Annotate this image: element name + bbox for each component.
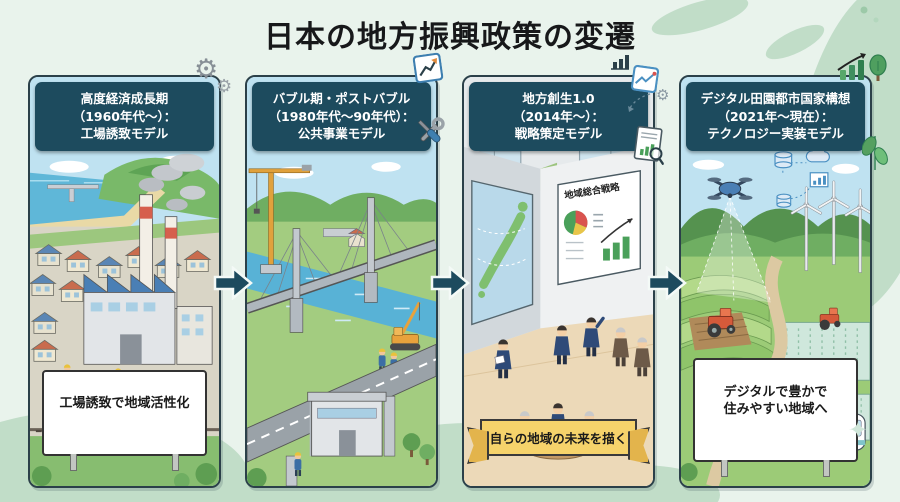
sign-post <box>823 460 831 477</box>
gear-icon: ⚙ <box>656 86 670 104</box>
leaf-icon <box>862 135 888 170</box>
sparkle-icon: ✦ <box>848 416 869 444</box>
panel-header-factory: 高度経済成長期 （1960年代〜）： 工場誘致モデル <box>35 82 214 151</box>
dotted-arrow-icon <box>628 93 651 112</box>
japan-map-board <box>471 179 534 326</box>
trend-chart-icon <box>412 52 444 84</box>
arrow-2-icon <box>430 266 470 300</box>
timeline-panels: 高度経済成長期 （1960年代〜）： 工場誘致モデル 工場誘致で地域活性化 <box>28 75 872 488</box>
growth-chart-icon <box>837 53 866 80</box>
data-network-icons <box>774 147 830 208</box>
gears-icon: ⚙⚙ <box>194 54 233 97</box>
tractor-right <box>819 307 841 330</box>
panel-header-public-works: バブル期・ポストバブル （1980年代〜90年代）： 公共事業モデル <box>252 82 431 151</box>
mobile-crane <box>389 301 421 351</box>
cable-bridge <box>247 197 436 333</box>
line-chart-card-icon <box>630 64 660 94</box>
panel-factory-attraction: 高度経済成長期 （1960年代〜）： 工場誘致モデル 工場誘致で地域活性化 <box>28 75 221 488</box>
drone <box>707 177 753 200</box>
planning-meeting-illustration: 地域総合戦略 <box>464 77 653 486</box>
strategy-whiteboard: 地域総合戦略 <box>557 169 641 286</box>
panel-header-strategy: 地方創生1.0 （2014年〜）： 戦略策定モデル <box>469 82 648 151</box>
panel-header-digital: デジタル田園都市国家構想 （2021年〜現在）： テクノロジー実装モデル <box>686 82 865 151</box>
people <box>494 316 651 379</box>
sign-post <box>720 460 728 477</box>
arrow-1-icon <box>213 266 253 300</box>
arrow-3-icon <box>647 266 687 300</box>
report-magnifier-icon <box>633 125 665 165</box>
sign-post <box>69 454 77 471</box>
factory <box>83 153 213 365</box>
tractor-left <box>688 308 752 351</box>
tree-icon <box>869 54 887 81</box>
caption-factory: 工場誘致で地域活性化 <box>42 369 207 471</box>
caption-digital: デジタルで豊かで 住みやすい地域へ <box>693 358 858 477</box>
dots-icon <box>860 6 879 23</box>
panel-digital-garden-city: デジタル田園都市国家構想 （2021年〜現在）： テクノロジー実装モデル デジタ… <box>679 75 872 488</box>
tower-crane <box>248 164 312 274</box>
beach <box>30 184 166 235</box>
page-title: 日本の地方振興政策の変遷 <box>264 20 636 55</box>
mini-bar-chart-icon <box>611 55 629 70</box>
caption-strategy-ribbon: 自らの地域の未来を描く <box>480 419 637 456</box>
sign-post <box>172 454 180 471</box>
tools-icon <box>418 117 445 143</box>
public-building <box>307 391 387 457</box>
panel-public-works: バブル期・ポストバブル （1980年代〜90年代）： 公共事業モデル <box>245 75 438 488</box>
panel-strategy-planning: 地域総合戦略 <box>462 75 655 488</box>
